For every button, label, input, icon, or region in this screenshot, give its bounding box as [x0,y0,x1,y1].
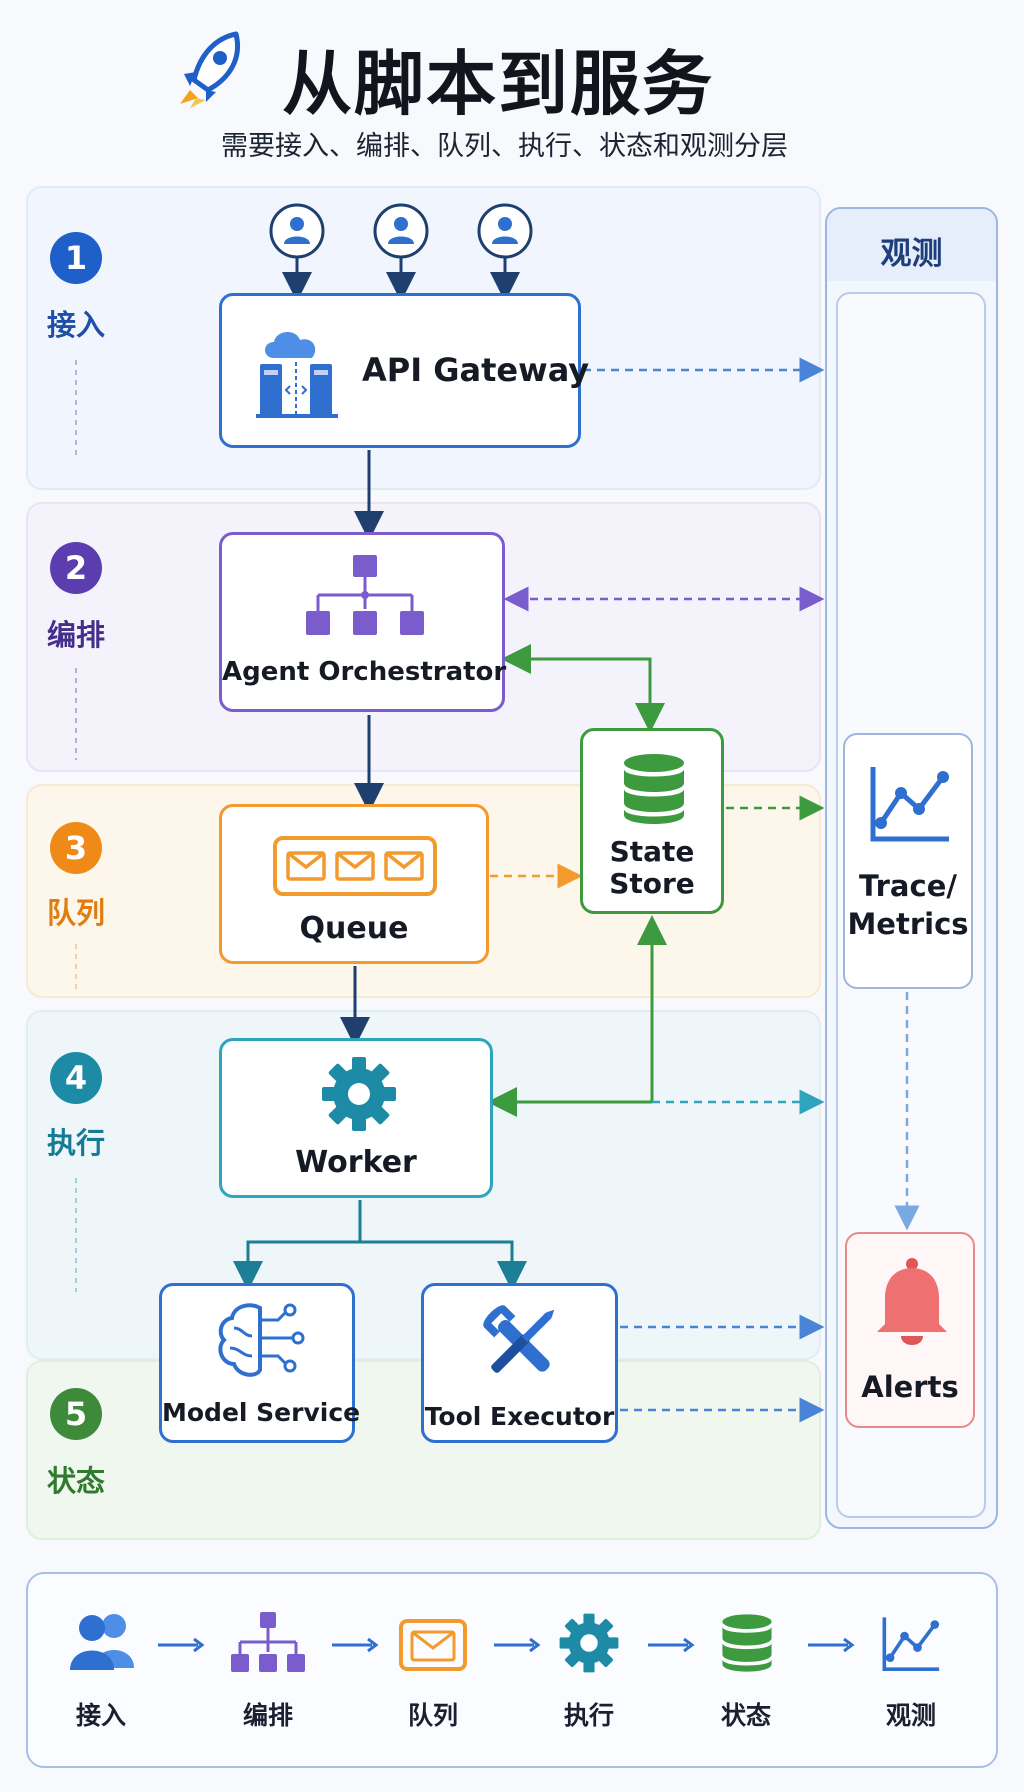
flow-step-label: 接入 [75,1701,126,1730]
state-store-node[interactable]: State Store [580,728,724,914]
trace-label-line2: Metrics [847,907,969,941]
page-title: 从脚本到服务 [282,43,714,125]
observation-title: 观测 [880,236,943,272]
envelope-icon [398,1618,468,1672]
state-store-label-line2: Store [609,867,695,900]
hierarchy-icon [228,1610,308,1676]
layer-label-orchestration: 编排 [47,618,106,652]
flow-step-label: 状态 [720,1701,771,1730]
layer-badge-4: 4 [50,1052,102,1104]
cloud-server-icon [252,324,342,420]
database-icon [720,1612,774,1674]
page-subtitle: 需要接入、编排、队列、执行、状态和观测分层 [221,131,788,162]
message-queue-icon [272,835,438,897]
worker-label: Worker [295,1145,417,1180]
users-icon [68,1610,138,1672]
model-service-node[interactable]: Model Service [159,1283,361,1443]
api-gateway-node[interactable]: API Gateway [219,293,590,448]
alerts-label: Alerts [861,1370,959,1404]
trace-label-line1: Trace/ [859,869,957,903]
queue-label: Queue [299,911,409,946]
worker-node[interactable]: Worker [219,1038,493,1198]
flow-step-label: 观测 [885,1701,936,1730]
observation-header [827,209,996,281]
line-chart-icon [867,763,953,845]
wrench-screwdriver-icon [476,1300,566,1386]
flow-step-label: 队列 [407,1701,458,1730]
user-icon [476,202,534,260]
database-icon [621,753,687,825]
bell-icon [871,1256,953,1348]
line-chart-icon [880,1614,942,1674]
api-gateway-label: API Gateway [362,351,590,389]
flow-step-label: 编排 [242,1701,293,1730]
layer-badge-2: 2 [50,542,102,594]
layer-label-queue: 队列 [47,896,106,930]
brain-circuit-icon [212,1300,308,1380]
tool-executor-label: Tool Executor [424,1402,615,1431]
flow-step-label: 执行 [563,1701,614,1730]
hierarchy-icon [300,551,430,641]
model-service-label: Model Service [162,1398,361,1427]
user-icon [372,202,430,260]
tool-executor-node[interactable]: Tool Executor [421,1283,618,1443]
alerts-node[interactable]: Alerts [845,1232,975,1428]
agent-orchestrator-label: Agent Orchestrator [222,657,507,687]
gear-icon [320,1055,398,1133]
user-icon [268,202,326,260]
layer-label-execution: 执行 [47,1126,106,1160]
layer-badge-3: 3 [50,822,102,874]
state-store-label-line1: State [609,835,695,868]
flow-summary-panel [26,1572,998,1768]
trace-metrics-node[interactable]: Trace/ Metrics [843,733,973,989]
layer-label-access: 接入 [47,308,106,342]
agent-orchestrator-node[interactable]: Agent Orchestrator [219,532,507,712]
layer-badge-1: 1 [50,232,102,284]
layer-badge-5: 5 [50,1388,102,1440]
queue-node[interactable]: Queue [219,804,489,964]
rocket-icon [176,28,248,108]
layer-label-state: 状态 [47,1464,106,1498]
gear-icon [558,1612,620,1674]
